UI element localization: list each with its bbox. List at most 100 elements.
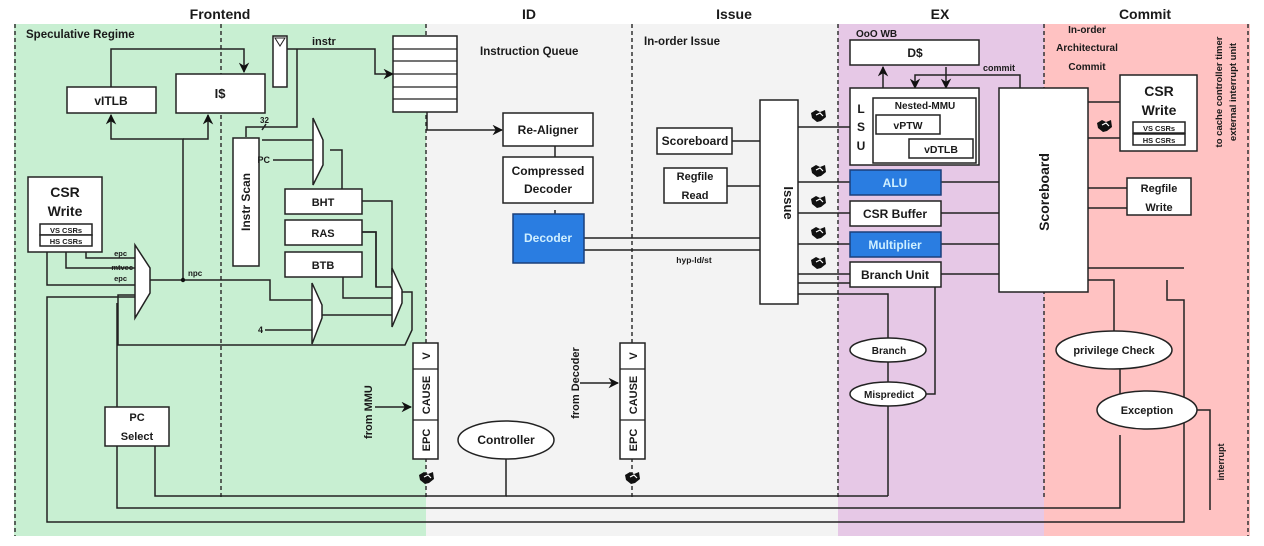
- epc-label-2: epc: [114, 274, 127, 283]
- branch-node[interactable]: [849, 337, 927, 363]
- mispredict-node[interactable]: [849, 381, 927, 407]
- alu-label: ALU: [883, 176, 908, 190]
- csr-write-commit-label-1: CSR: [1144, 83, 1174, 99]
- ras-box[interactable]: [284, 219, 363, 246]
- register-clock-icon: [274, 37, 286, 47]
- in-order-commit-label-3: Commit: [1068, 62, 1106, 73]
- instr-register[interactable]: [272, 35, 288, 88]
- scoreboard-issue-box[interactable]: [656, 127, 733, 155]
- re-aligner-label: Re-Aligner: [518, 123, 579, 137]
- exception-label: Exception: [1121, 405, 1174, 417]
- btb-box[interactable]: [284, 251, 363, 278]
- compressed-decoder-box[interactable]: [502, 156, 594, 204]
- stage-issue: Issue: [716, 6, 752, 22]
- dcache-box[interactable]: [849, 39, 980, 66]
- mux-npc-csr: [134, 242, 151, 321]
- hs-csrs-frontend[interactable]: [39, 234, 93, 247]
- lsu-l-label: L: [857, 102, 864, 116]
- vs-csrs-commit[interactable]: [1132, 121, 1186, 134]
- speculative-regime-label: Speculative Regime: [26, 29, 135, 41]
- nested-mmu-label: Nested-MMU: [895, 101, 956, 112]
- pc-select-label-1: PC: [129, 412, 144, 424]
- side-label-external-interrupt: external interrupt unit: [1228, 42, 1239, 141]
- instr-scan-box[interactable]: [232, 137, 260, 267]
- vdtlb-label: vDTLB: [924, 144, 958, 156]
- bht-box[interactable]: [284, 188, 363, 215]
- vs-csrs-frontend-label: VS CSRs: [50, 226, 82, 235]
- in-order-commit-label-2: Architectural: [1056, 43, 1118, 54]
- exc-v-label-2: V: [628, 352, 640, 360]
- in-order-commit-label-1: In-order: [1068, 25, 1106, 36]
- branch-unit-label: Branch Unit: [861, 268, 929, 282]
- csr-buffer-box[interactable]: [849, 200, 942, 227]
- vptw-box[interactable]: [875, 114, 941, 135]
- in-order-issue-label: In-order Issue: [644, 36, 720, 48]
- regfile-write-box[interactable]: [1126, 177, 1192, 216]
- interrupt-label: interrupt: [1216, 443, 1226, 480]
- branch-unit-box[interactable]: [849, 261, 942, 288]
- regfile-read-label-2: Read: [682, 190, 709, 202]
- controller-node[interactable]: [457, 420, 555, 460]
- exception-reg-frontend[interactable]: [412, 342, 439, 460]
- stage-ex: EX: [931, 6, 950, 22]
- vs-csrs-commit-label: VS CSRs: [1143, 124, 1175, 133]
- csr-write-commit-label-2: Write: [1142, 102, 1177, 118]
- exception-node[interactable]: [1096, 390, 1198, 430]
- width-32-label: 32: [260, 116, 269, 125]
- compressed-decoder-label-1: Compressed: [512, 164, 585, 178]
- npc-junction: [180, 277, 186, 283]
- stage-commit: Commit: [1119, 6, 1171, 22]
- stage-id: ID: [522, 6, 536, 22]
- scoreboard-commit-box[interactable]: [998, 87, 1089, 293]
- mtvec-label: mtvec: [111, 263, 133, 272]
- exc-v-label-1: V: [421, 352, 433, 360]
- alu-box[interactable]: [849, 169, 942, 196]
- regfile-write-label-2: Write: [1145, 202, 1172, 214]
- regfile-read-box[interactable]: [663, 167, 728, 204]
- mispredict-label: Mispredict: [864, 390, 915, 401]
- from-decoder-label: from Decoder: [570, 347, 582, 419]
- icache-box[interactable]: [175, 73, 266, 114]
- re-aligner-box[interactable]: [502, 112, 594, 147]
- regfile-write-label-1: Regfile: [1141, 183, 1178, 195]
- instruction-queue-label: Instruction Queue: [480, 46, 578, 58]
- exception-reg-id[interactable]: [619, 342, 646, 460]
- vitlb-label: vITLB: [94, 94, 128, 108]
- lsu-u-label: U: [857, 139, 866, 153]
- vptw-label: vPTW: [893, 120, 922, 132]
- instr-label: instr: [312, 36, 337, 48]
- hyp-ldst-label: hyp-ld/st: [676, 255, 712, 265]
- pc-select-label-2: Select: [121, 431, 154, 443]
- four-label: 4: [258, 325, 263, 335]
- commit-wire-label: commit: [983, 63, 1015, 73]
- csr-write-frontend-label-1: CSR: [50, 184, 80, 200]
- controller-label: Controller: [477, 433, 535, 447]
- epc-label-1: epc: [114, 249, 127, 258]
- instr-scan-label: Instr Scan: [239, 173, 253, 231]
- ooo-wb-label: OoO WB: [856, 29, 897, 40]
- decoder-box[interactable]: [512, 213, 585, 264]
- bht-label: BHT: [312, 197, 335, 209]
- vitlb-box[interactable]: [66, 86, 157, 114]
- side-label-cache-controller: to cache controller timer: [1214, 36, 1225, 147]
- btb-label: BTB: [312, 260, 335, 272]
- hs-csrs-commit-label: HS CSRs: [1143, 136, 1176, 145]
- from-mmu-label: from MMU: [363, 385, 375, 439]
- icache-label: I$: [215, 86, 227, 101]
- ras-label: RAS: [311, 228, 334, 240]
- multiplier-box[interactable]: [849, 231, 942, 258]
- scoreboard-issue-label: Scoreboard: [662, 134, 729, 148]
- vdtlb-box[interactable]: [908, 138, 974, 159]
- issue-label: Issue: [781, 186, 796, 219]
- branch-label: Branch: [872, 346, 906, 357]
- pc-select-box[interactable]: [104, 406, 170, 447]
- compressed-decoder-label-2: Decoder: [524, 182, 572, 196]
- stage-frontend: Frontend: [190, 6, 251, 22]
- multiplier-label: Multiplier: [868, 238, 922, 252]
- issue-box[interactable]: [759, 99, 799, 305]
- hs-csrs-commit[interactable]: [1132, 133, 1186, 146]
- privilege-check-node[interactable]: [1055, 330, 1173, 370]
- mux-plus4: [311, 282, 323, 345]
- regfile-read-label-1: Regfile: [677, 171, 714, 183]
